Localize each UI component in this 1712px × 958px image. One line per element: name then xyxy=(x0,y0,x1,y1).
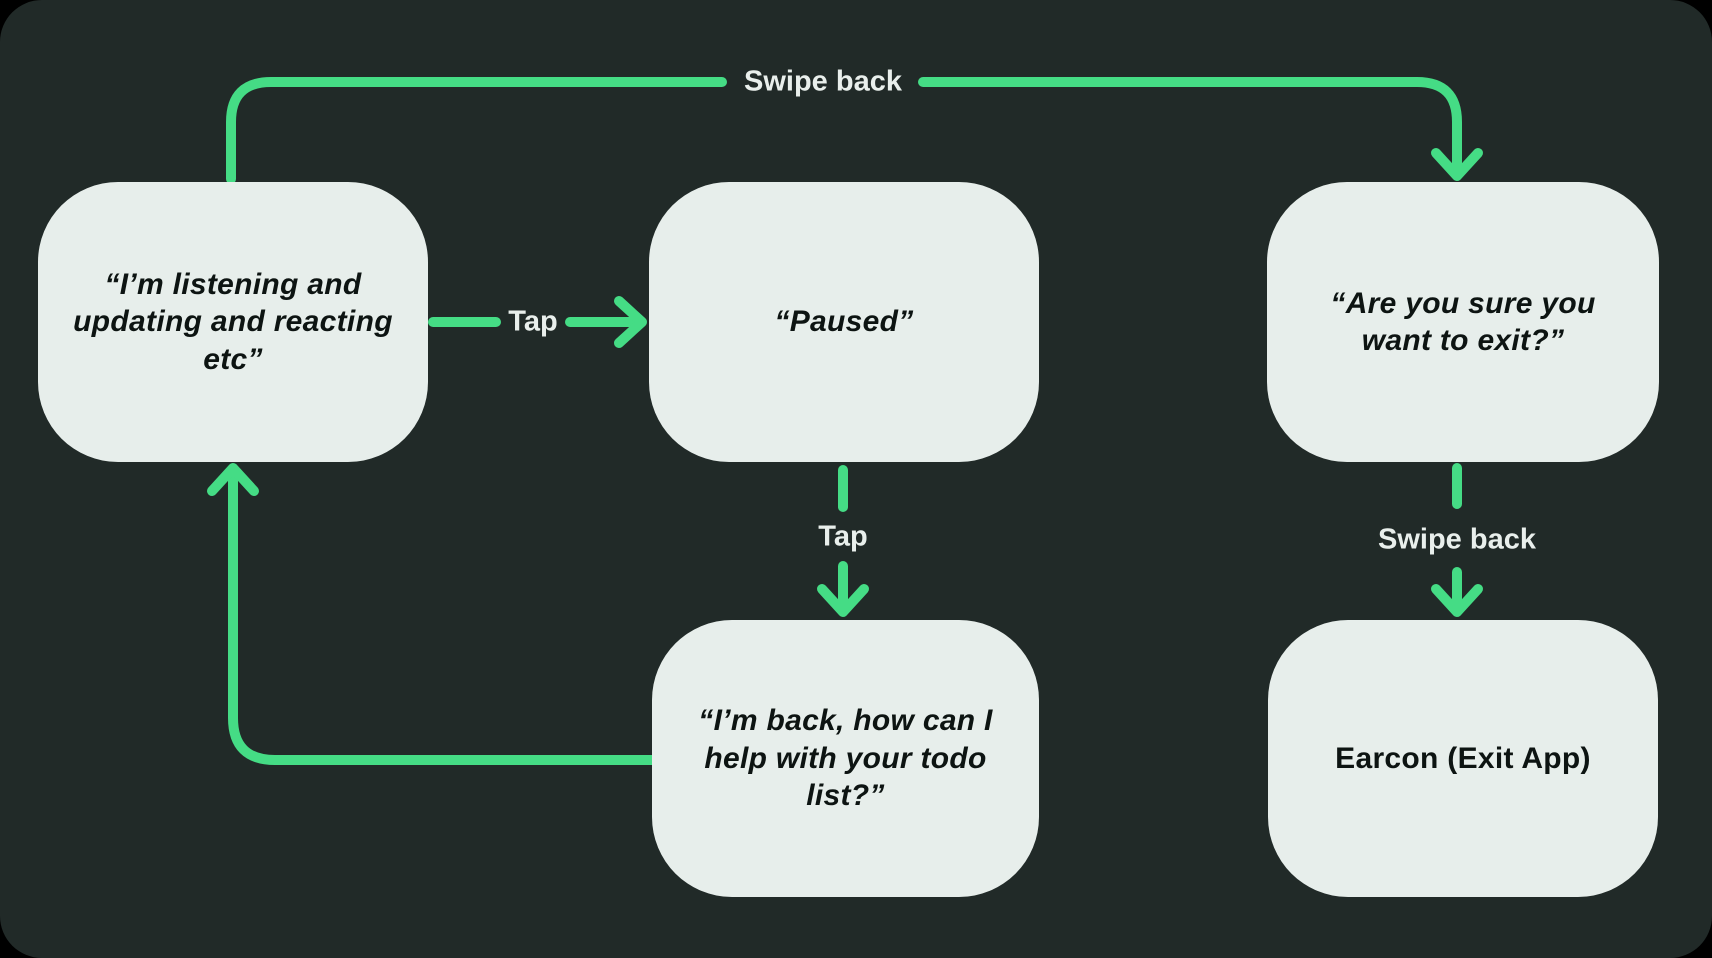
arrow-down-icon xyxy=(1431,148,1483,181)
node-earcon-exit-app: Earcon (Exit App) xyxy=(1268,620,1658,897)
arrow-right-icon xyxy=(614,296,647,348)
node-earcon-text: Earcon (Exit App) xyxy=(1335,741,1591,775)
node-paused: “Paused” xyxy=(649,182,1039,462)
edge-label-swipe-back-bottom: Swipe back xyxy=(1378,523,1536,556)
node-exit-confirm: “Are you sure you want to exit?” xyxy=(1267,182,1659,462)
arrow-down-icon xyxy=(817,584,869,617)
edge-swipe-back-top-right-segment xyxy=(918,77,1462,171)
arrow-up-icon xyxy=(207,463,259,496)
edge-label-tap-down: Tap xyxy=(818,520,868,553)
node-exit-confirm-text: “Are you sure you want to exit?” xyxy=(1330,286,1596,358)
edge-label-swipe-back-top: Swipe back xyxy=(744,65,902,98)
node-listening-text: “I’m listening and updating and reacting… xyxy=(73,267,393,376)
edge-swipe-back-top xyxy=(226,77,1483,184)
edge-loop-back xyxy=(207,463,657,765)
node-back: “I’m back, how can I help with your todo… xyxy=(652,620,1039,897)
edge-loop-back-segment xyxy=(228,475,657,765)
edge-swipe-back-top-left-segment xyxy=(226,77,727,184)
edge-label-tap-right: Tap xyxy=(508,305,558,338)
node-back-text: “I’m back, how can I help with your todo… xyxy=(698,704,993,813)
edge-tap-right xyxy=(428,296,647,348)
node-paused-text: “Paused” xyxy=(774,305,914,339)
arrow-down-icon xyxy=(1431,584,1483,617)
edge-swipe-back-bottom xyxy=(1431,463,1483,617)
node-listening: “I’m listening and updating and reacting… xyxy=(38,182,428,462)
edge-tap-down xyxy=(817,465,869,617)
